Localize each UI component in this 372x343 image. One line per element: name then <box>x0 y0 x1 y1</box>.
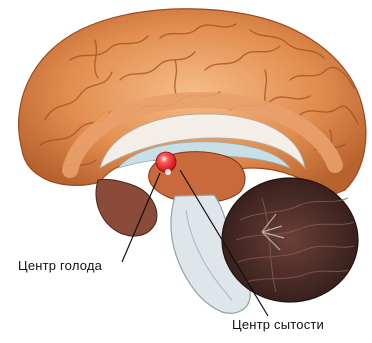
red-dot-marker-icon <box>156 152 176 172</box>
cerebellum <box>222 178 358 302</box>
hunger-center-label: Центр голода <box>18 258 102 273</box>
satiety-center-label: Центр сытости <box>232 317 324 332</box>
marker-highlight <box>165 169 171 175</box>
temporal-lobe <box>96 179 157 236</box>
